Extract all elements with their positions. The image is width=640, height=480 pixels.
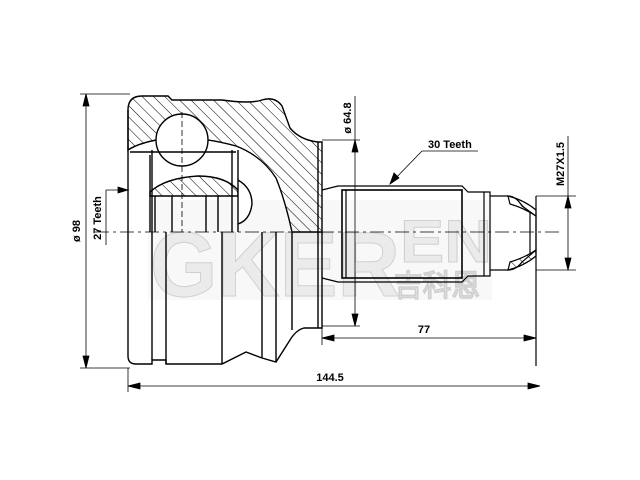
watermark-chinese: 吉科恩 <box>394 269 480 304</box>
dim-overall-length <box>127 368 541 392</box>
label-shaft-length: 77 <box>418 324 430 336</box>
label-outer-diameter: ø 98 <box>71 220 83 242</box>
housing-lower <box>127 110 323 365</box>
stub-shaft <box>321 185 491 283</box>
watermark-brand-right: EN <box>400 208 492 275</box>
watermark-brand-left: GKER <box>150 214 400 316</box>
label-inner-spline-teeth: 27 Teeth <box>92 196 104 240</box>
label-overall-length: 144.5 <box>316 372 344 384</box>
dim-thread <box>536 136 576 271</box>
label-shaft-spline-teeth: 30 Teeth <box>428 139 472 151</box>
dim-inner-spline <box>105 186 130 245</box>
dim-shaft-length <box>321 328 537 345</box>
dim-seal-diameter <box>322 96 360 327</box>
label-seal-diameter: ø 64.8 <box>342 102 354 133</box>
leader-shaft-spline <box>389 150 478 186</box>
label-thread: M27X1.5 <box>555 142 567 186</box>
thread-end <box>490 195 537 366</box>
dim-outer-diameter <box>80 93 130 369</box>
bell-housing <box>127 95 323 233</box>
